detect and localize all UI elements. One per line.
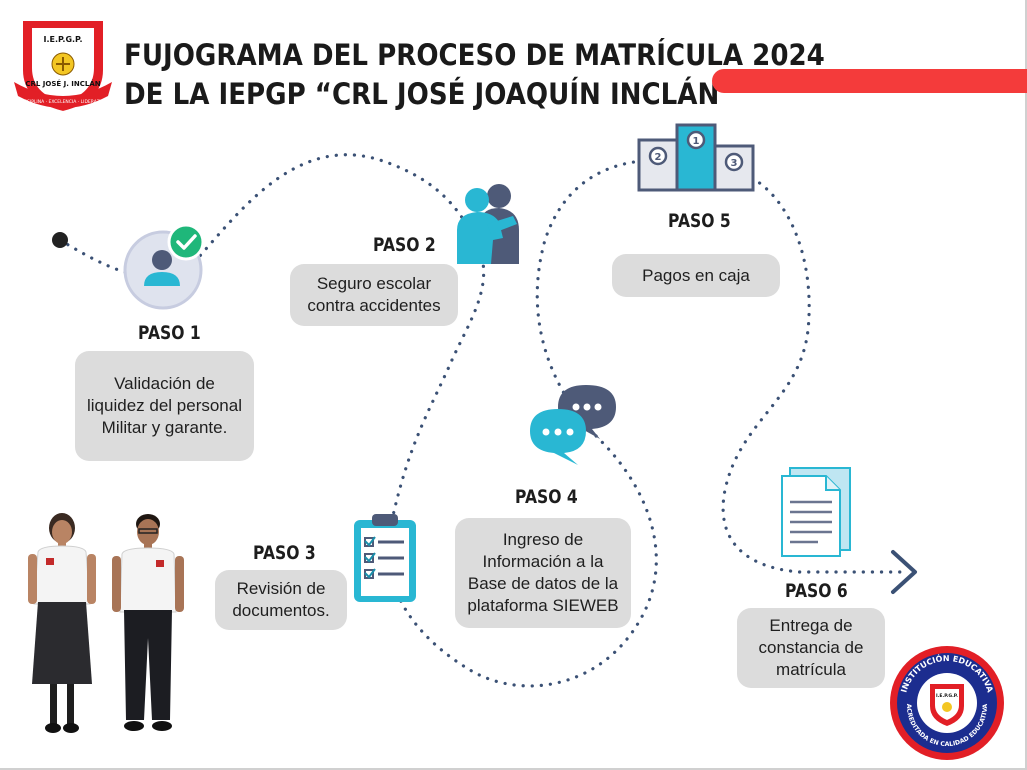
step-2-title: PASO 2 (373, 234, 436, 256)
podium-first-label: 1 (693, 136, 700, 147)
path-end-arrow (891, 550, 917, 594)
logo-ribbon-text: CRL JOSÉ J. INCLÁN (25, 79, 100, 88)
step-4-description: Ingreso de Información a la Base de dato… (467, 530, 619, 615)
step-4-box: Ingreso de Información a la Base de dato… (455, 518, 631, 628)
podium-third-label: 3 (731, 158, 738, 169)
hug-icon (457, 184, 519, 264)
logo-shield-text: I.E.P.G.P. (44, 35, 83, 44)
title-line-2: DE LA IEPGP “CRL JOSÉ JOAQUÍN INCLÁN” (124, 77, 737, 111)
step-3-box: Revisión de documentos. (215, 570, 347, 630)
user-check-icon (123, 223, 205, 310)
step-6-description: Entrega de constancia de matrícula (758, 616, 864, 679)
step-5-box: Pagos en caja (612, 254, 780, 297)
step-2-description: Seguro escolar contra accidentes (307, 274, 441, 315)
student-girl (28, 513, 96, 733)
clipboard-checklist-icon (354, 514, 416, 602)
page-title: FUJOGRAMA DEL PROCESO DE MATRÍCULA 2024 … (124, 36, 825, 114)
step-1-box: Validación de liquidez del personal Mili… (75, 351, 254, 461)
step-3-title: PASO 3 (253, 542, 316, 564)
document-icon (781, 467, 851, 557)
header-accent-bar (712, 69, 1027, 93)
step-1-title: PASO 1 (138, 322, 201, 344)
step-5-title: PASO 5 (668, 210, 731, 232)
step-6-title: PASO 6 (785, 580, 848, 602)
seal-shield-text: I.E.P.G.P. (936, 693, 958, 699)
podium-second-label: 2 (655, 152, 662, 163)
step-5-description: Pagos en caja (642, 265, 750, 285)
school-logo: I.E.P.G.P. CRL JOSÉ J. INCLÁN DISCIPLINA… (14, 19, 112, 114)
logo-motto: DISCIPLINA · EXCELENCIA · LIDERAZGO (19, 99, 107, 105)
step-3-description: Revisión de documentos. (232, 579, 330, 620)
accreditation-seal: INSTITUCIÓN EDUCATIVA ACREDITADA EN CALI… (890, 646, 1004, 760)
step-1-description: Validación de liquidez del personal Mili… (87, 374, 242, 437)
path-start-dot (52, 232, 68, 248)
title-line-1: FUJOGRAMA DEL PROCESO DE MATRÍCULA 2024 (124, 38, 825, 72)
students-photo (28, 513, 184, 733)
step-4-title: PASO 4 (515, 486, 578, 508)
student-boy (112, 514, 184, 731)
step-2-box: Seguro escolar contra accidentes (290, 264, 458, 326)
podium-icon: 2 1 3 (637, 123, 755, 192)
step-6-box: Entrega de constancia de matrícula (737, 608, 885, 688)
chat-bubbles-icon (530, 385, 616, 465)
